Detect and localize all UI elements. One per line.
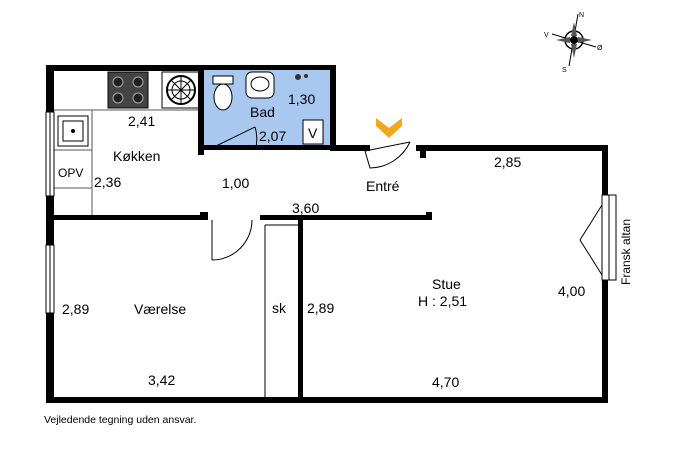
french-balcony (579, 194, 617, 281)
compass-east: Ø (597, 45, 603, 52)
kokken-name: Køkken (113, 148, 160, 164)
kitchen-counter (54, 71, 201, 218)
altan-label: Fransk altan (619, 219, 633, 285)
skab-label: sk (272, 300, 287, 316)
stue-dim-top: 2,85 (494, 154, 521, 170)
entrance-arrow-icon (376, 118, 402, 138)
windows (45, 111, 55, 314)
kokken-dim-top: 2,41 (128, 113, 155, 129)
stue-dim-left: 2,89 (307, 300, 334, 316)
compass-south: S (562, 67, 567, 74)
vaerelse-dim-bottom: 3,42 (148, 372, 175, 388)
vaerelse-dim-left: 2,89 (62, 301, 89, 317)
stue-dim-right: 4,00 (558, 283, 585, 299)
stue-name: Stue (432, 276, 461, 292)
entre-dim-b: 3,60 (292, 200, 319, 216)
bad-fixture-label: V (308, 125, 318, 141)
shower-icon (295, 74, 301, 80)
stue-height: H : 2,51 (418, 293, 467, 309)
water-heater-box (302, 119, 324, 145)
bathroom-fixtures (212, 71, 324, 148)
walls (46, 65, 608, 403)
stue-dim-bottom: 4,70 (432, 374, 459, 390)
compass-west: V (544, 32, 549, 39)
compass-north: N (579, 12, 584, 19)
vaerelse-name: Værelse (134, 301, 186, 317)
stove-icon (107, 71, 149, 109)
entre-name: Entré (366, 178, 400, 194)
kokken-fixture: OPV (58, 166, 83, 180)
compass-rose: N S V Ø (544, 12, 603, 74)
entre-dim-a: 1,00 (222, 175, 249, 191)
disclaimer-text: Vejledende tegning uden ansvar. (44, 414, 197, 426)
kokken-dim-left: 2,36 (94, 174, 121, 190)
bad-name: Bad (250, 104, 275, 120)
door-swings (211, 141, 411, 261)
toilet-tank-icon (212, 75, 234, 85)
toilet-icon (213, 83, 233, 111)
bad-dim-b: 2,07 (259, 128, 286, 144)
bad-dim-a: 1,30 (288, 91, 315, 107)
